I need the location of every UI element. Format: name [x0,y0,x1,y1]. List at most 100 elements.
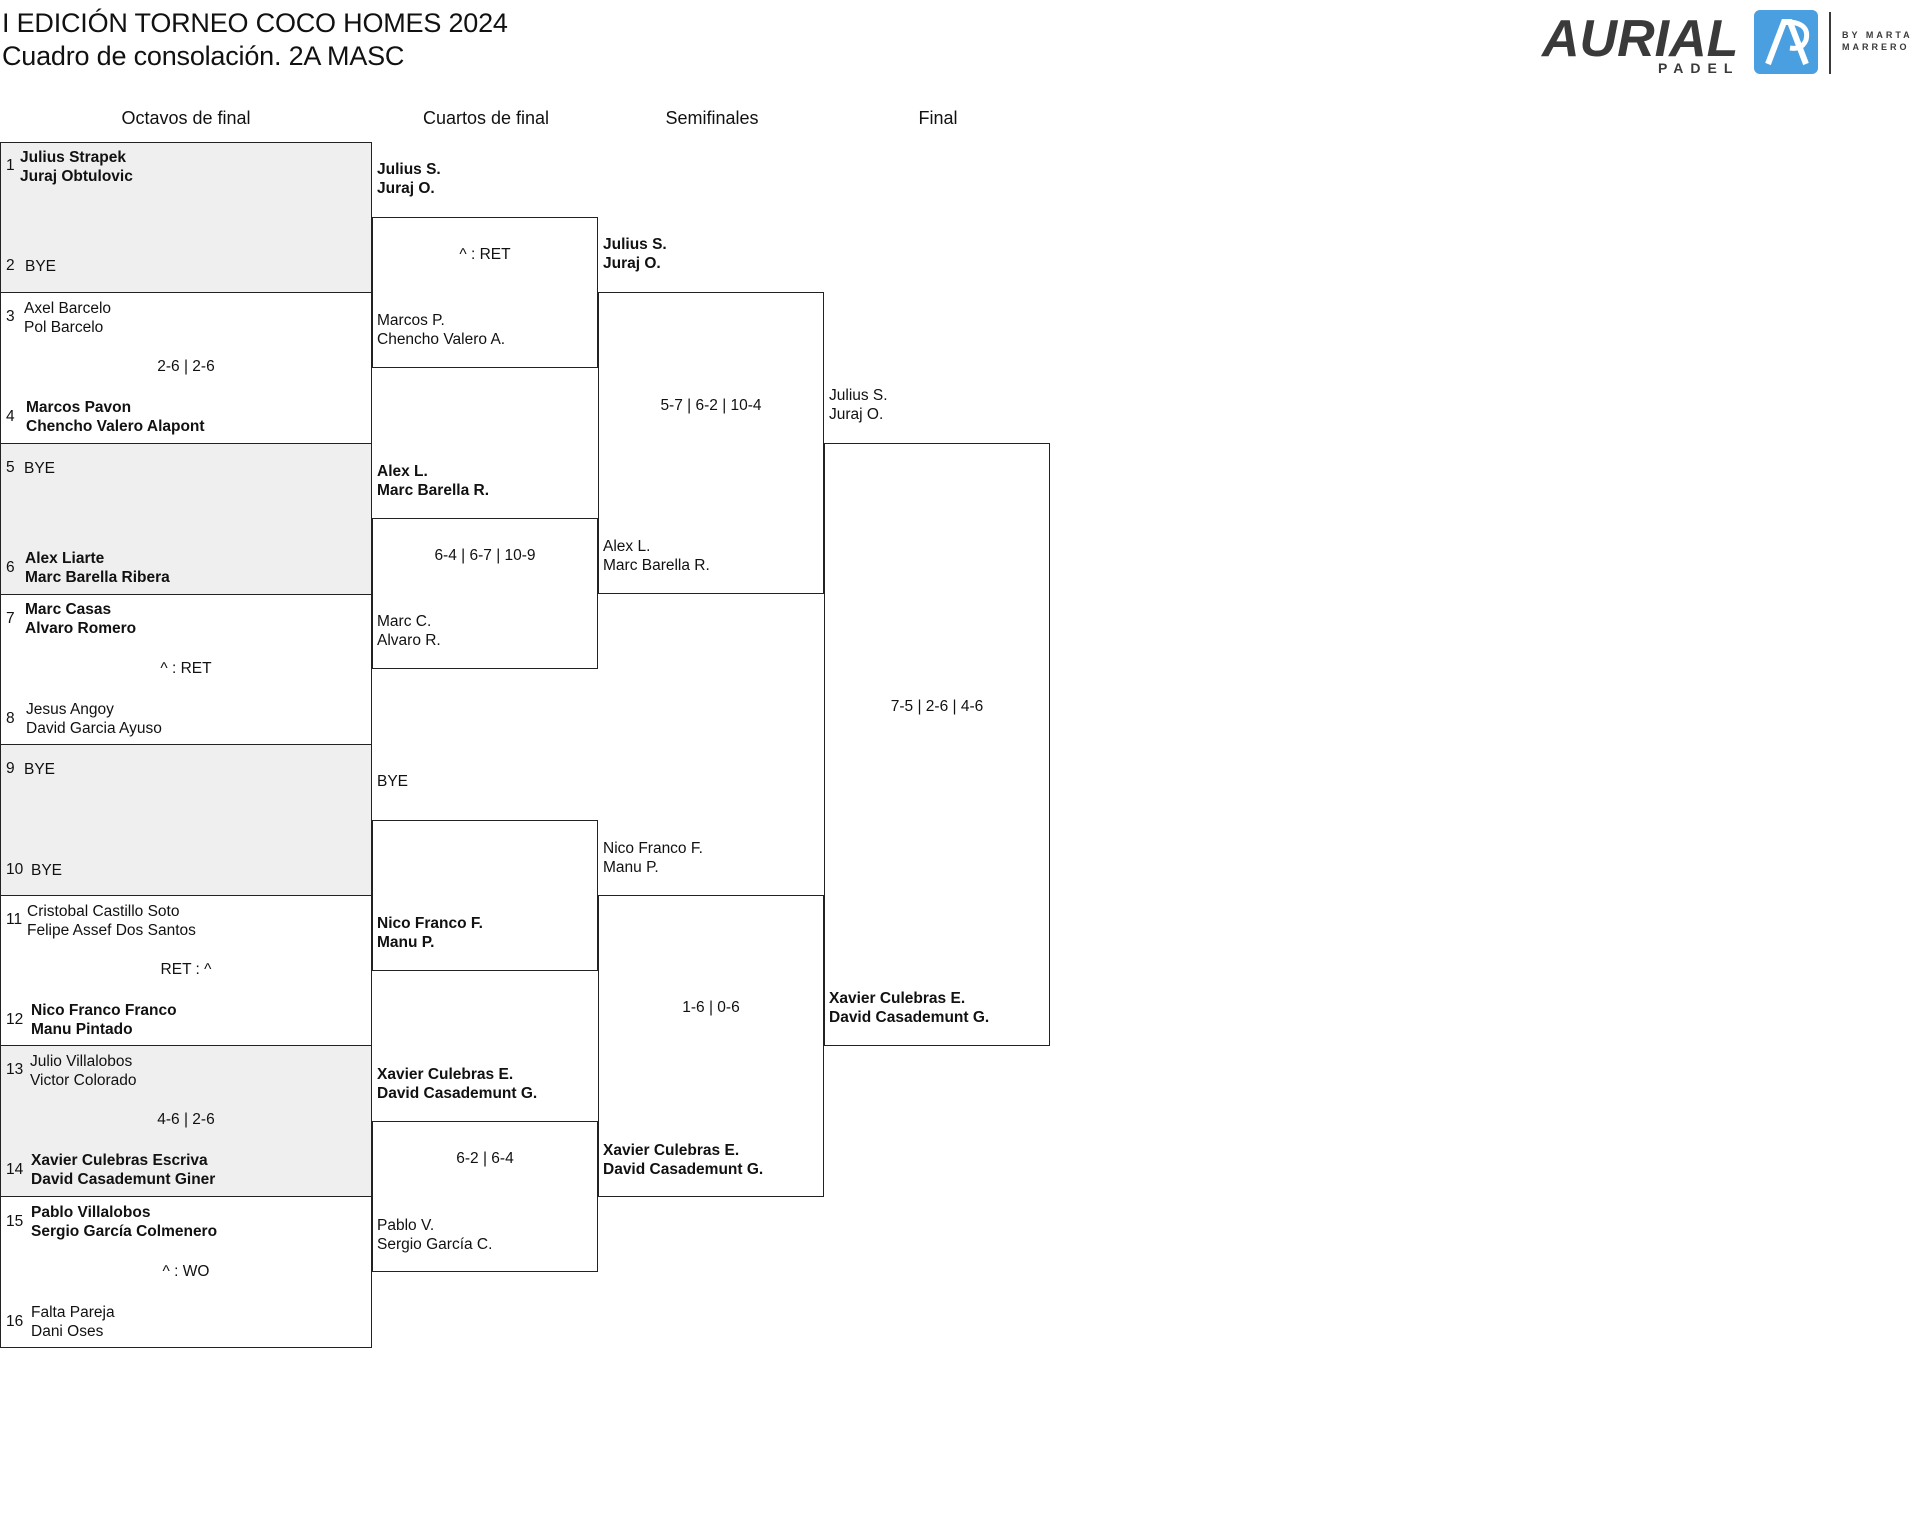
player-name: Manu P. [377,934,435,951]
player-name: Xavier Culebras E. [829,990,966,1007]
seed-number: 6 [6,559,15,576]
match-score: 2-6 | 2-6 [157,358,215,375]
final-match [824,443,1050,1046]
logo-by-line1: BY MARTA [1842,30,1913,40]
player-name: Falta Pareja [31,1304,115,1321]
player-name: David Casademunt G. [829,1009,990,1026]
player-name: Juraj Obtulovic [20,168,133,185]
player-name: David Casademunt G. [603,1161,764,1178]
player-name: David Casademunt Giner [31,1171,216,1188]
r16-match-8 [0,1196,372,1348]
player-name: Pol Barcelo [24,319,104,336]
player-name: BYE [25,258,57,275]
player-name: Marc Barella R. [377,482,489,499]
player-name: Manu Pintado [31,1021,133,1038]
match-score: 6-2 | 6-4 [456,1150,514,1167]
seed-number: 16 [6,1313,24,1330]
player-name: Julio Villalobos [30,1053,133,1070]
player-name: David Casademunt G. [377,1085,538,1102]
seed-number: 15 [6,1213,24,1230]
seed-number: 2 [6,257,15,274]
player-name: Alex Liarte [25,550,105,567]
player-name: David Garcia Ayuso [26,720,162,737]
r16-match-7 [0,1045,372,1197]
seed-number: 7 [6,610,15,627]
r16-match-3 [0,443,372,595]
sf-match-2 [598,895,824,1197]
qf-match-3 [372,820,598,971]
player-name: Sergio García C. [377,1236,493,1253]
player-name: Pablo Villalobos [31,1204,151,1221]
match-score: 5-7 | 6-2 | 10-4 [660,397,762,414]
player-name: Marc Barella Ribera [25,569,170,586]
player-name: Alvaro Romero [25,620,137,637]
player-name: Nico Franco Franco [31,1002,177,1019]
player-name: Juraj O. [829,406,884,423]
player-name: BYE [31,862,63,879]
player-name: BYE [377,773,409,790]
seed-number: 5 [6,459,15,476]
player-name: Chencho Valero A. [377,331,506,348]
match-score: ^ : RET [459,246,511,263]
draw-subtitle: Cuadro de consolación. 2A MASC [2,41,405,71]
tournament-title: I EDICIÓN TORNEO COCO HOMES 2024 [2,8,508,38]
round-header-octavos: Octavos de final [121,108,251,128]
player-name: Axel Barcelo [24,300,112,317]
player-name: Alex L. [377,463,428,480]
r16-match-1 [0,142,372,293]
player-name: Marcos Pavon [26,399,132,416]
player-name: Marc Barella R. [603,557,710,574]
player-name: Julius S. [377,161,441,178]
aurial-padel-logo: AURIAL PADEL BY MARTA MARRERO [1540,10,1913,76]
seed-number: 13 [6,1061,24,1078]
player-name: Juraj O. [603,255,661,272]
player-name: Manu P. [603,859,659,876]
player-name: Julius Strapek [20,149,126,166]
player-name: Juraj O. [377,180,435,197]
seed-number: 1 [6,157,15,174]
player-name: Xavier Culebras E. [377,1066,514,1083]
logo-wordmark: AURIAL [1540,10,1738,68]
seed-number: 4 [6,408,15,425]
match-score: 4-6 | 2-6 [157,1111,215,1128]
player-name: Pablo V. [377,1217,435,1234]
player-name: Felipe Assef Dos Santos [27,922,196,939]
player-name: Xavier Culebras Escriva [31,1152,208,1169]
logo-sub: PADEL [1658,60,1739,76]
player-name: Jesus Angoy [26,701,114,718]
sf-match-1 [598,292,824,594]
seed-number: 8 [6,710,15,727]
round-header-final: Final [918,108,958,128]
match-score: RET : ^ [160,961,212,978]
player-name: Victor Colorado [30,1072,137,1089]
player-name: Nico Franco F. [603,840,703,857]
player-name: Julius S. [603,236,667,253]
player-name: BYE [24,460,56,477]
player-name: Xavier Culebras E. [603,1142,740,1159]
match-score: 7-5 | 2-6 | 4-6 [890,698,984,715]
logo-by-line2: MARRERO [1842,42,1910,52]
player-name: Alvaro R. [377,632,441,649]
qf-match-4 [372,1121,598,1272]
player-name: Chencho Valero Alapont [26,418,205,435]
player-name: Marc C. [377,613,432,630]
qf-match-1 [372,217,598,368]
seed-number: 14 [6,1161,24,1178]
seed-number: 3 [6,308,15,325]
player-name: BYE [24,761,56,778]
player-name: Marcos P. [377,312,445,329]
seed-number: 9 [6,760,15,777]
match-score: 1-6 | 0-6 [682,999,740,1016]
player-name: Marc Casas [25,601,112,618]
player-name: Dani Oses [31,1323,104,1340]
player-name: Julius S. [829,387,888,404]
player-name: Alex L. [603,538,651,555]
match-score: ^ : RET [160,660,212,677]
seed-number: 10 [6,861,24,878]
match-score: 6-4 | 6-7 | 10-9 [434,547,536,564]
qf-match-2 [372,518,598,669]
r16-match-5 [0,744,372,896]
seed-number: 12 [6,1011,24,1028]
player-name: Cristobal Castillo Soto [27,903,180,920]
player-name: Nico Franco F. [377,915,483,932]
